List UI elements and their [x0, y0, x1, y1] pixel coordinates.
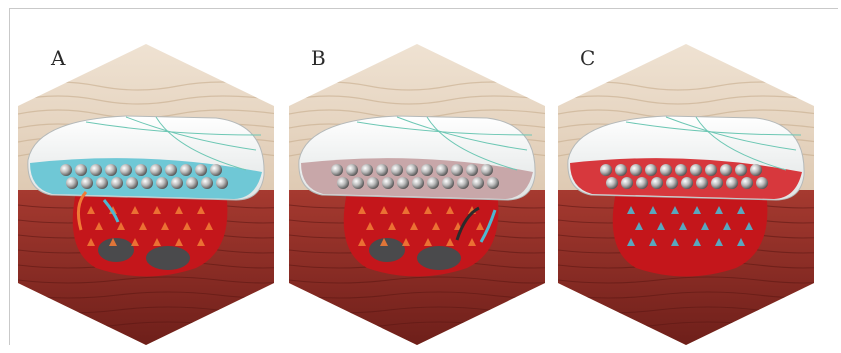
silver-bead [600, 164, 612, 176]
silver-bead [361, 164, 373, 176]
silver-bead [165, 164, 177, 176]
silver-bead [660, 164, 672, 176]
silver-bead [331, 164, 343, 176]
silver-bead [367, 177, 379, 189]
silver-bead [666, 177, 678, 189]
silver-bead [105, 164, 117, 176]
silver-bead [156, 177, 168, 189]
silver-bead [651, 177, 663, 189]
silver-bead [96, 177, 108, 189]
silver-bead [66, 177, 78, 189]
silver-bead [406, 164, 418, 176]
silver-bead [735, 164, 747, 176]
silver-bead [451, 164, 463, 176]
silver-bead [111, 177, 123, 189]
necrotic-tissue [146, 246, 190, 270]
silver-bead [210, 164, 222, 176]
silver-bead [436, 164, 448, 176]
silver-bead [171, 177, 183, 189]
panel-c [558, 44, 838, 345]
silver-bead [75, 164, 87, 176]
silver-bead [135, 164, 147, 176]
silver-bead [636, 177, 648, 189]
silver-bead [186, 177, 198, 189]
silver-bead [690, 164, 702, 176]
silver-bead [705, 164, 717, 176]
silver-bead [457, 177, 469, 189]
silver-bead [421, 164, 433, 176]
silver-bead [645, 164, 657, 176]
silver-bead [466, 164, 478, 176]
silver-bead [681, 177, 693, 189]
silver-bead [382, 177, 394, 189]
silver-bead [376, 164, 388, 176]
panel-b [289, 44, 569, 345]
silver-bead [696, 177, 708, 189]
silver-bead [741, 177, 753, 189]
necrotic-tissue [98, 238, 134, 262]
silver-bead [60, 164, 72, 176]
silver-bead [195, 164, 207, 176]
silver-bead [346, 164, 358, 176]
silver-bead [120, 164, 132, 176]
silver-bead [337, 177, 349, 189]
silver-bead [726, 177, 738, 189]
silver-bead [201, 177, 213, 189]
silver-bead [90, 164, 102, 176]
silver-bead [720, 164, 732, 176]
silver-bead [487, 177, 499, 189]
silver-bead [81, 177, 93, 189]
silver-bead [150, 164, 162, 176]
silver-bead [352, 177, 364, 189]
silver-bead [606, 177, 618, 189]
silver-bead [391, 164, 403, 176]
silver-bead [180, 164, 192, 176]
silver-bead [442, 177, 454, 189]
silver-bead [615, 164, 627, 176]
silver-bead [216, 177, 228, 189]
silver-bead [141, 177, 153, 189]
silver-bead [621, 177, 633, 189]
silver-bead [472, 177, 484, 189]
silver-bead [675, 164, 687, 176]
silver-bead [630, 164, 642, 176]
silver-bead [481, 164, 493, 176]
silver-bead [397, 177, 409, 189]
necrotic-tissue [369, 238, 405, 262]
panel-a [18, 44, 298, 345]
silver-bead [126, 177, 138, 189]
silver-bead [427, 177, 439, 189]
silver-bead [750, 164, 762, 176]
necrotic-tissue [417, 246, 461, 270]
silver-bead [756, 177, 768, 189]
silver-bead [711, 177, 723, 189]
silver-bead [412, 177, 424, 189]
